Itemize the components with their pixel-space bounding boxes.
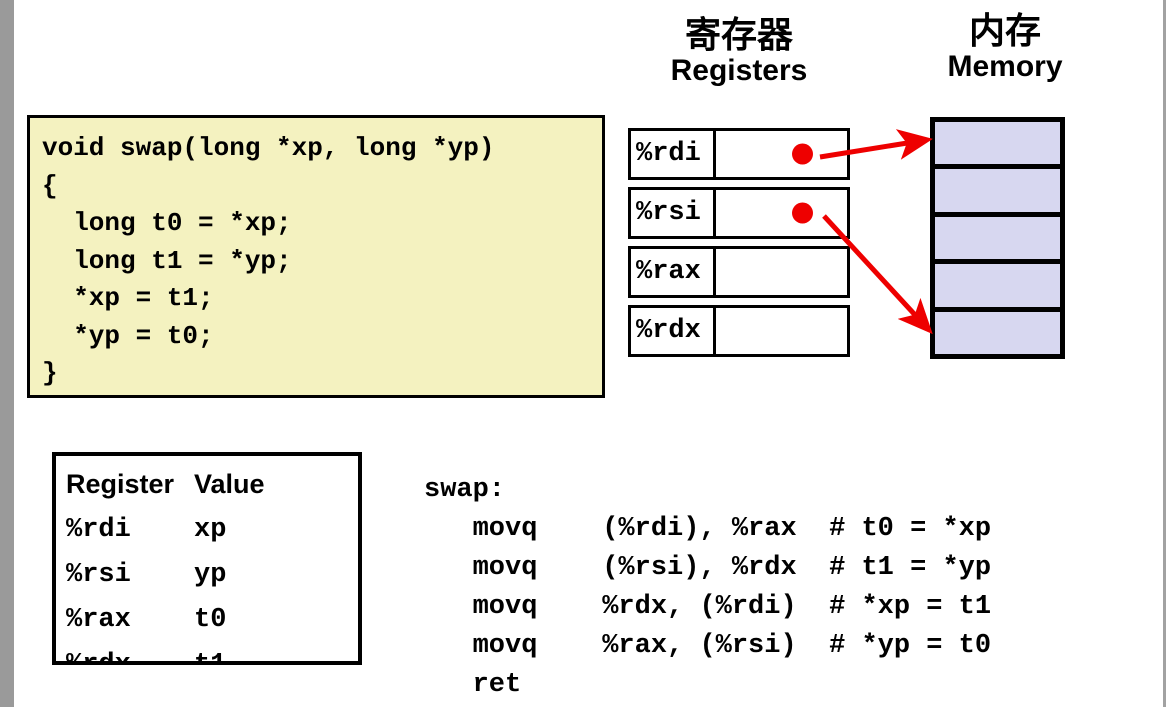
- register-name-rax: %rax: [631, 249, 716, 295]
- registers-heading-cn: 寄存器: [684, 14, 793, 55]
- table-row: %rsi yp: [66, 552, 358, 597]
- registers-heading-en: Registers: [670, 53, 808, 87]
- memory-cell-2: [935, 169, 1060, 217]
- memory-heading-en: Memory: [947, 49, 1063, 83]
- assembly-listing: swap: movq (%rdi), %rax # t0 = *xp movq …: [424, 475, 992, 700]
- table-cell-register-rsi: %rsi: [66, 559, 131, 590]
- page-left-band: [0, 0, 14, 707]
- register-name-rdx: %rdx: [631, 308, 716, 354]
- table-cell-value-xp: xp: [194, 514, 227, 545]
- register-value-rdi: [716, 131, 847, 177]
- register-value-rax: [716, 249, 847, 295]
- c-source-code-box: void swap(long *xp, long *yp) { long t0 …: [27, 115, 605, 398]
- table-header-row: Register Value: [66, 462, 358, 507]
- pointer-dot-icon: [792, 143, 813, 165]
- table-cell-register-rdi: %rdi: [66, 514, 131, 545]
- registers-heading: 寄存器 Registers: [628, 14, 850, 87]
- table-cell-value-t0: t0: [194, 604, 227, 635]
- table-cell-value-yp: yp: [194, 559, 227, 590]
- table-header-value: Value: [194, 469, 265, 499]
- register-value-rdx: [716, 308, 847, 354]
- register-name-rdi: %rdi: [631, 131, 716, 177]
- table-cell-register-rdx: %rdx: [66, 649, 131, 665]
- table-cell-value-t1: t1: [194, 649, 227, 665]
- register-row-rax: %rax: [628, 246, 850, 298]
- register-row-rsi: %rsi: [628, 187, 850, 239]
- table-header-register: Register: [66, 469, 175, 499]
- register-value-rsi: [716, 190, 847, 236]
- page-right-rule: [1163, 0, 1166, 707]
- register-value-table: Register Value %rdi xp %rsi yp %rax t0 %…: [52, 452, 362, 665]
- register-file: %rdi %rsi %rax %rdx: [628, 128, 850, 364]
- register-name-rsi: %rsi: [631, 190, 716, 236]
- memory-block: [930, 117, 1065, 359]
- table-row: %rdx t1: [66, 642, 358, 665]
- memory-heading: 内存 Memory: [905, 10, 1105, 83]
- memory-cell-3: [935, 216, 1060, 265]
- memory-cell-1: [935, 122, 1060, 170]
- memory-cell-5: [935, 311, 1060, 355]
- pointer-dot-icon: [792, 202, 813, 224]
- memory-cell-4: [935, 264, 1060, 312]
- register-row-rdi: %rdi: [628, 128, 850, 180]
- memory-heading-cn: 内存: [968, 10, 1041, 51]
- register-row-rdx: %rdx: [628, 305, 850, 357]
- table-row: %rax t0: [66, 597, 358, 642]
- table-row: %rdi xp: [66, 507, 358, 552]
- table-cell-register-rax: %rax: [66, 604, 131, 635]
